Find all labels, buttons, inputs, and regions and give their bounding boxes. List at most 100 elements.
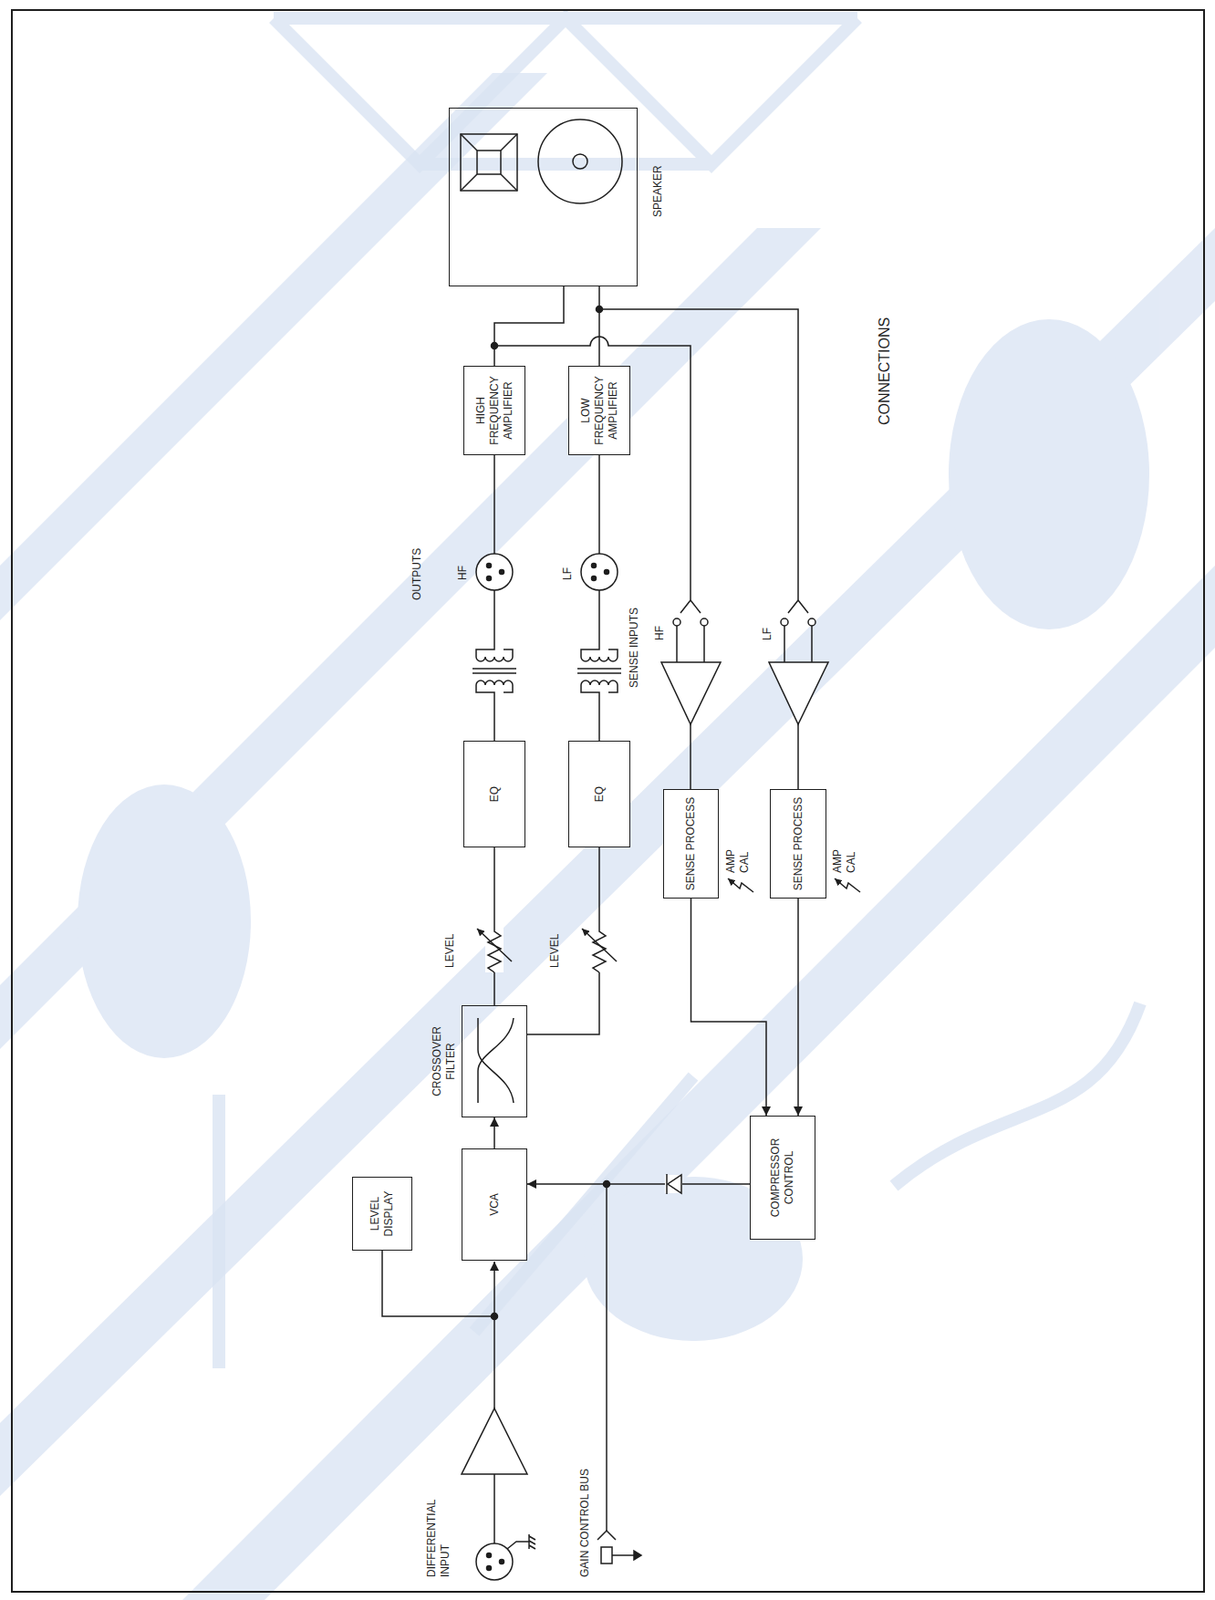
eq-box: EQ [568,740,631,848]
jack-sleeve [601,1547,613,1564]
crossover-filter-box: CROSSOVER FILTER [461,1005,528,1118]
terminal [700,618,708,626]
plug-symbol [788,600,809,613]
transformer-coil [581,656,618,662]
level-label: LEVEL [443,934,457,968]
xlr-pin [487,563,492,569]
trim-arrow [727,878,754,893]
signal-wire [476,685,513,741]
horn-flare [460,134,518,191]
watermark-band [182,565,1215,1600]
input-label: DIFFERENTIAL INPUT [425,1476,453,1578]
compressor-control-box: COMPRESSOR CONTROL [749,1115,816,1240]
signal-wire [598,455,601,554]
xlr-connector [476,553,513,591]
watermark-truss [273,18,858,165]
horn-driver [460,134,518,191]
xlr-pin [604,570,610,575]
signal-connector [598,286,601,366]
gain-bus-wire [605,1183,608,1531]
signal-connector [494,286,564,366]
trim-arrow [834,878,861,893]
node-text: EQ [592,781,607,807]
eq-box: EQ [463,740,526,848]
plug-symbol [680,600,701,613]
channel-label: LF [560,567,575,581]
watermark-letter [218,1003,1141,1369]
node-text: SENSE PROCESS [684,792,698,896]
vca-box: VCA [461,1148,528,1261]
node-text: VCA [488,1188,502,1221]
node-text: HIGH FREQUENCY AMPLIFIER [474,366,516,455]
node-text: CROSSOVER FILTER [430,1006,458,1117]
potentiometer-arrow [477,928,512,962]
speaker-box: SPEAKER [448,107,638,287]
channel-label: LF [760,627,775,641]
ground-symbol [507,1534,536,1549]
signal-connector [527,847,600,1035]
signal-wire [476,590,513,657]
symbol-patch [664,1174,683,1194]
symbol-patch [485,926,504,973]
node-text: COMPRESSOR CONTROL [768,1116,797,1239]
signal-connector [493,847,496,1006]
outputs-label: OUTPUTS [410,548,425,601]
sense-process-box: SENSE PROCESS [663,789,719,899]
filter-symbol [477,1017,514,1103]
watermark-blob [77,784,251,1059]
level-display-box: LEVEL DISPLAY [352,1176,413,1251]
gain-bus-label: GAIN CONTROL BUS [578,1468,592,1578]
xlr-pin [499,570,505,575]
xlr-pin [487,1553,492,1558]
terminal [780,618,789,626]
signal-wire [493,455,496,554]
signal-wire [581,685,618,741]
xlr-connector [581,553,618,591]
woofer-cone [538,119,623,204]
sense-process-box: SENSE PROCESS [769,789,827,899]
transformer-coil [476,656,513,662]
terminal [808,618,816,626]
node-text: LOW FREQUENCY AMPLIFIER [579,366,621,455]
signal-wire [689,724,692,797]
terminal [673,618,681,626]
page-frame [11,10,1205,1592]
signal-connector [797,898,800,1116]
amplifier-symbol [461,1408,528,1475]
diode-symbol [667,1174,682,1194]
diode-bar [665,1173,668,1195]
transformer-core [577,668,622,674]
signal-wire [676,625,705,663]
transformer-coil [476,680,513,686]
filter-symbol [477,1017,514,1103]
node-text: SPEAKER [651,160,665,222]
signal-connector [527,1183,750,1185]
xlr-pin [487,576,492,582]
node-text: SENSE PROCESS [791,792,806,896]
section-title: CONNECTIONS [875,317,894,426]
signal-connector [691,898,768,1116]
node-text: LEVEL DISPLAY [368,1177,396,1250]
horn-throat [477,150,501,175]
transformer-core [472,668,517,674]
level-label: LEVEL [548,934,562,968]
channel-label: HF [653,625,667,641]
watermark-band [0,72,548,621]
signal-wire [493,1474,496,1544]
signal-connector [493,1117,496,1149]
channel-label: HF [456,565,470,581]
jack-tip [597,1530,616,1540]
amp-cal-label: AMP CAL [724,841,752,873]
amplifier-box: HIGH FREQUENCY AMPLIFIER [463,365,526,456]
signal-wire [797,724,800,797]
jack-ground [612,1554,634,1557]
xlr-pin [591,563,597,569]
transformer-coil [581,680,618,686]
node-text: EQ [488,781,502,807]
xlr-pin [591,576,597,582]
signal-wire [784,625,812,663]
symbol-patch [590,926,609,973]
junction-dot [491,1313,499,1320]
amplifier-symbol [768,662,829,725]
potentiometer-arrow [581,928,617,962]
